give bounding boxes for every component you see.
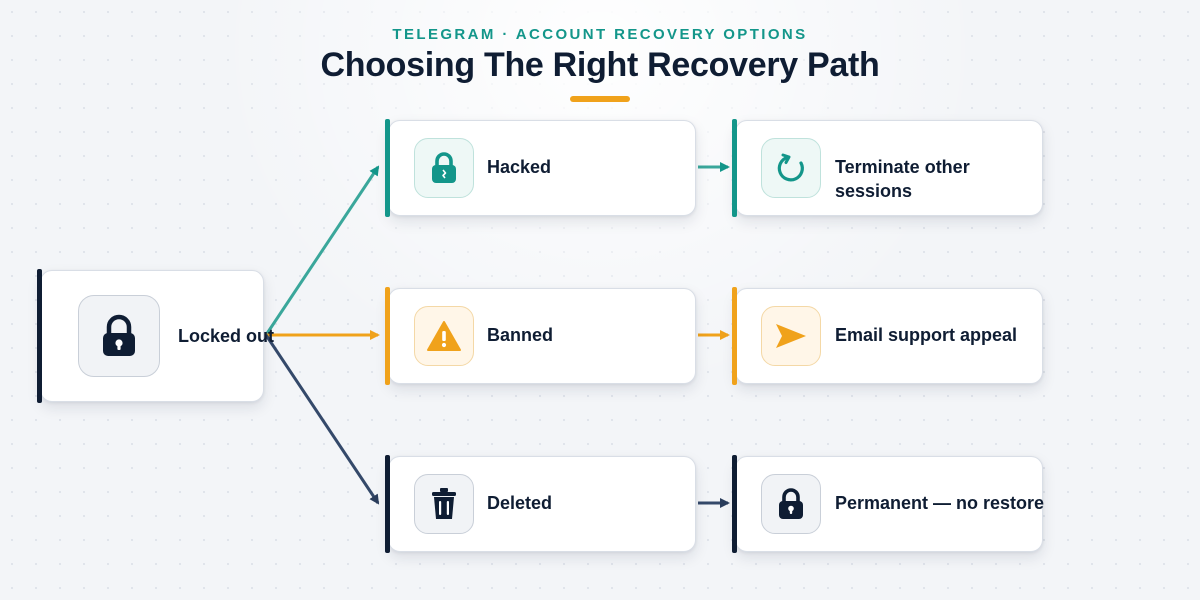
accent-bar	[732, 455, 737, 553]
padlock-icon	[414, 138, 474, 198]
padlock-icon	[761, 474, 821, 534]
accent-bar	[732, 119, 737, 217]
title-underline	[570, 96, 630, 102]
accent-bar	[732, 287, 737, 385]
terminate-sessions-label: Terminate other sessions	[835, 155, 970, 203]
connector-to-hacked	[264, 165, 380, 336]
connector-to-deleted	[264, 334, 380, 505]
locked-out-label: Locked out	[178, 326, 275, 346]
send-icon	[761, 306, 821, 366]
email-support-card: Email support appeal	[732, 287, 1043, 385]
accent-bar	[385, 287, 390, 385]
hacked-label: Hacked	[487, 157, 552, 177]
accent-bar	[385, 119, 390, 217]
hacked-card: Hacked	[385, 119, 696, 217]
accent-bar	[385, 455, 390, 553]
terminate-sessions-line-1: Terminate other	[835, 157, 970, 177]
padlock-icon	[78, 295, 160, 377]
banned-card: Banned	[385, 287, 696, 385]
eyebrow: TELEGRAM · ACCOUNT RECOVERY OPTIONS	[392, 26, 808, 43]
banned-label: Banned	[487, 325, 554, 345]
permanent-label: Permanent — no restore	[835, 493, 1045, 513]
trash-icon	[414, 474, 474, 534]
deleted-label: Deleted	[487, 493, 553, 513]
accent-bar	[37, 269, 42, 403]
email-support-label: Email support appeal	[835, 325, 1018, 345]
deleted-card: Deleted	[385, 455, 696, 553]
locked-out-card: Locked out	[37, 269, 274, 403]
page-title: Choosing The Right Recovery Path	[320, 46, 880, 84]
terminate-sessions-line-2: sessions	[835, 181, 913, 201]
permanent-card: Permanent — no restore	[732, 455, 1045, 553]
refresh-icon	[761, 138, 821, 198]
terminate-sessions-card: Terminate other sessions	[732, 119, 1043, 217]
warning-icon	[414, 306, 474, 366]
